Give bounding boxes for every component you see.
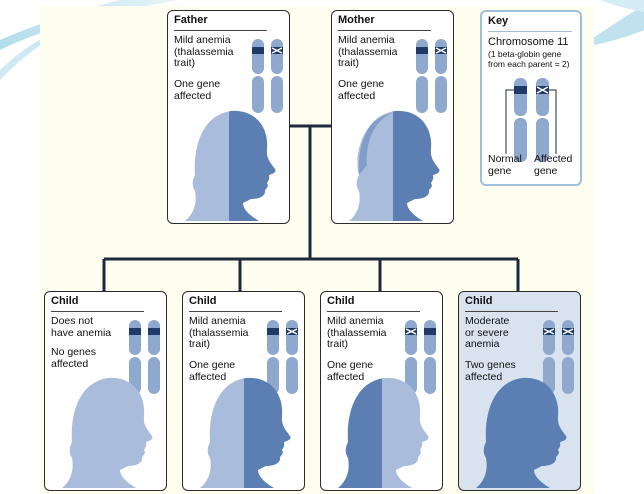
chromosome-arm [252, 76, 264, 113]
card-description: Moderate or severe anemia [465, 315, 510, 350]
title-divider [51, 311, 144, 312]
card-title: Mother [338, 14, 375, 26]
chromosome-arm [129, 320, 141, 355]
title-divider [189, 311, 282, 312]
chromosome-arm [424, 320, 436, 355]
chromosome-arm [252, 39, 264, 74]
chromosome-arm [416, 39, 428, 74]
normal-gene-band [416, 47, 428, 54]
chromosome-pair-and-head [62, 320, 160, 488]
card-title: Child [465, 295, 493, 307]
chromosome-arm [562, 320, 574, 355]
chromosome-arm [562, 357, 574, 394]
chromosome-arm [424, 357, 436, 394]
title-divider [465, 311, 558, 312]
normal-gene-label: Normal gene [488, 153, 522, 177]
pedigree-connectors [102, 124, 520, 291]
card-genes: Two genes affected [465, 359, 516, 383]
chromosome-arm [148, 320, 160, 355]
affected-mark-icon [271, 47, 283, 54]
chromosome-pair-and-head [185, 39, 283, 221]
female-profile-icon [349, 110, 440, 221]
chromosome-arm [435, 76, 447, 113]
male-profile-icon [185, 110, 276, 221]
card-genes: One gene affected [338, 78, 385, 102]
mother-card: Mother Mild anemia (thalassemia trait) O… [331, 10, 454, 224]
title-divider [338, 30, 431, 31]
affected-mark-icon [562, 328, 574, 335]
chromosome-arm [267, 320, 279, 355]
chromosome-arm [416, 76, 428, 113]
card-description: Mild anemia (thalassemia trait) [327, 315, 387, 350]
affected-gene-label: Affected gene [534, 153, 573, 177]
normal-gene-band [424, 328, 436, 335]
affected-mark-icon [405, 328, 417, 335]
card-title: Child [327, 295, 355, 307]
card-title: Child [189, 295, 217, 307]
chromosome-arm [543, 320, 555, 355]
card-genes: One gene affected [189, 359, 236, 383]
key-title: Key [488, 15, 509, 27]
card-title: Child [51, 295, 79, 307]
card-genes: One gene affected [327, 359, 374, 383]
chromosome-arm [271, 76, 283, 113]
affected-mark-icon [435, 47, 447, 54]
child-card-1: Child Does not have anemia No genes affe… [44, 291, 167, 491]
chromosome-arm [435, 39, 447, 74]
father-card: Father Mild anemia (thalassemia trait) O… [167, 10, 290, 224]
affected-mark-icon [543, 328, 555, 335]
chromosome-arm [405, 320, 417, 355]
card-genes: No genes affected [51, 346, 96, 370]
chromosome-arm [148, 357, 160, 394]
chromosome-pair-and-head [349, 39, 447, 221]
normal-gene-band [148, 328, 160, 335]
card-description: Does not have anemia [51, 315, 112, 339]
chromosome-arm [286, 320, 298, 355]
key-note: (1 beta-globin gene from each parent = 2… [488, 49, 570, 69]
card-genes: One gene affected [174, 78, 221, 102]
key-card: Key Chromosome 11 (1 beta-globin gene fr… [480, 10, 582, 186]
title-divider [488, 31, 572, 32]
normal-gene-band [129, 328, 141, 335]
card-title: Father [174, 14, 208, 26]
card-description: Mild anemia (thalassemia trait) [338, 34, 398, 69]
affected-mark-icon [286, 328, 298, 335]
chromosome-pair-and-head [476, 320, 574, 488]
chromosome-arm [271, 39, 283, 74]
key-subtitle: Chromosome 11 [488, 36, 569, 48]
chromosome-arm [286, 357, 298, 394]
child-card-4: Child Moderate or severe anemia Two gene… [458, 291, 581, 491]
normal-gene-band [252, 47, 264, 54]
title-divider [174, 30, 267, 31]
child-card-2: Child Mild anemia (thalassemia trait) On… [182, 291, 305, 491]
chromosome-pair-and-head [200, 320, 298, 488]
card-description: Mild anemia (thalassemia trait) [174, 34, 234, 69]
chromosome-pair-and-head [338, 320, 436, 488]
key-chromosomes [505, 78, 557, 162]
child-card-3: Child Mild anemia (thalassemia trait) On… [320, 291, 443, 491]
normal-gene-band [267, 328, 279, 335]
card-description: Mild anemia (thalassemia trait) [189, 315, 249, 350]
title-divider [327, 311, 420, 312]
